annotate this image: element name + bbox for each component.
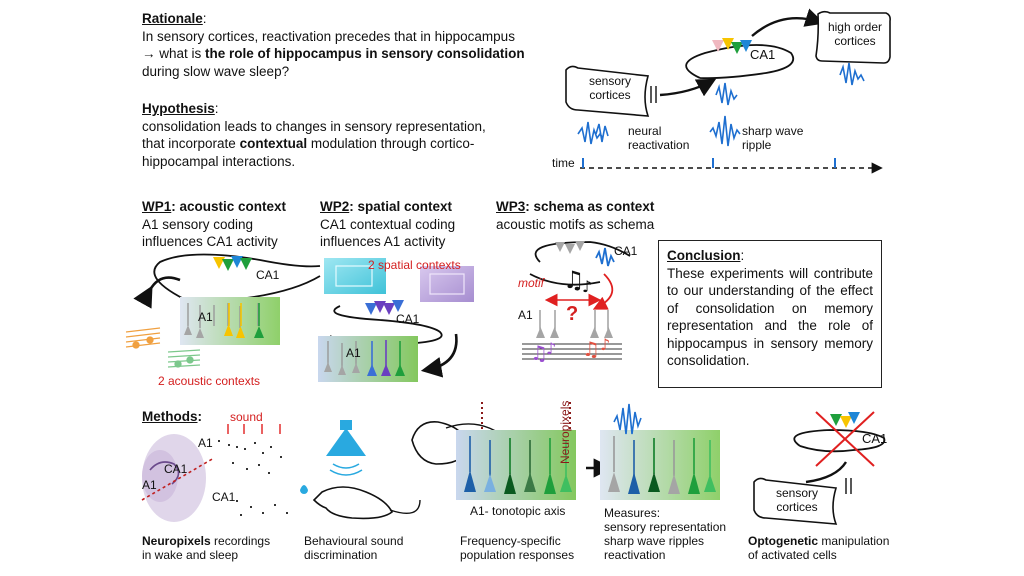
rationale-line3: during slow wave sleep?: [142, 63, 290, 79]
hypothesis-heading: Hypothesis: [142, 101, 215, 116]
method-1: Neuropixels recordings in wake and sleep: [142, 534, 270, 562]
wp3-a1-label: A1: [518, 308, 533, 322]
methods-heading-wrap: Methods:: [142, 408, 202, 426]
wp3-ca1-label: CA1: [614, 244, 638, 258]
wp2-a1-label: A1: [346, 346, 361, 360]
slice-a1-label: A1: [142, 478, 157, 492]
conclusion-box: Conclusion: These experiments will contr…: [658, 240, 882, 388]
high-order-label: high order cortices: [827, 20, 883, 48]
method-2: Behavioural sound discrimination: [304, 534, 403, 562]
method-2-line1: Behavioural sound: [304, 534, 404, 548]
wp3-title: : schema as context: [525, 199, 655, 214]
conclusion-colon: :: [740, 248, 745, 263]
svg-text:♪: ♪: [582, 277, 592, 296]
wp3-label: WP3: [496, 199, 526, 214]
neural-reactivation-label: neural reactivation: [628, 124, 690, 152]
method-3-line1: Frequency-specific: [460, 534, 561, 548]
methods-colon: :: [197, 409, 203, 424]
wp1-title: : acoustic context: [171, 199, 287, 214]
wp1-line1: A1 sensory coding: [142, 216, 254, 232]
method-1-rest: recordings: [210, 534, 271, 548]
slice-ca1-label: CA1: [164, 462, 188, 476]
sensory-cortices-shape: [565, 65, 650, 117]
conclusion-body: These experiments will contribute to our…: [667, 265, 873, 369]
wp1-ca1-label: CA1: [256, 268, 280, 282]
method-5: Optogenetic manipulation of activated ce…: [748, 534, 889, 562]
raster-a1-label: A1: [198, 436, 213, 450]
wp2-diagram: [318, 258, 474, 382]
hypothesis-line2-pre: that incorporate: [142, 136, 240, 151]
neuropixels-probe-label: Neuropixels: [558, 400, 572, 464]
sensory-cortices-label: sensory cortices: [588, 74, 632, 102]
ca1-label: CA1: [750, 47, 776, 62]
wp3-question-mark: ?: [566, 303, 579, 325]
conclusion-text: Conclusion: These experiments will contr…: [667, 247, 873, 370]
wp2-block: WP2: spatial context CA1 contextual codi…: [320, 198, 490, 251]
opto-sensory-shape: [753, 477, 838, 525]
opto-ca1-label: CA1: [862, 431, 888, 446]
hypothesis-block: Hypothesis: consolidation leads to chang…: [142, 100, 542, 170]
wp3-line1: acoustic motifs as schema: [496, 216, 655, 232]
measures-1: sensory representation: [604, 520, 727, 534]
wp3-diagram: ♫ ♪ ♫ ♪ ♫ ♪: [522, 241, 631, 365]
methods-heading: Methods: [142, 409, 198, 424]
measures-2: sharp wave ripples: [604, 534, 705, 548]
wp1-block: WP1: acoustic context A1 sensory coding …: [142, 198, 312, 251]
wp2-label: WP2: [320, 199, 350, 214]
tonotopic-label: A1- tonotopic axis: [470, 504, 566, 518]
sharp-wave-ripple-label: sharp wave ripple: [742, 124, 804, 152]
wp2-contexts-label: 2 spatial contexts: [368, 258, 461, 272]
hypothesis-line2-post: modulation through cortico-: [307, 136, 475, 151]
top-diagram: [565, 8, 891, 174]
method-5-line2: of activated cells: [748, 548, 837, 562]
rationale-block: Rationale: In sensory cortices, reactiva…: [142, 10, 562, 80]
rationale-line1: In sensory cortices, reactivation preced…: [142, 28, 515, 44]
wp2-ca1-label: CA1: [396, 312, 420, 326]
svg-text:♪: ♪: [600, 335, 610, 354]
measures-3: reactivation: [604, 548, 666, 562]
wp2-line2: influences A1 activity: [320, 234, 446, 249]
wp3-motif-label: motif: [518, 276, 545, 290]
hypothesis-line2-bold: contextual: [239, 136, 308, 151]
measures-block: Measures: sensory representation sharp w…: [604, 506, 726, 562]
method-1-bold: Neuropixels: [142, 534, 211, 548]
wp2-title: : spatial context: [349, 199, 453, 214]
wp2-line1: CA1 contextual coding: [320, 216, 456, 232]
high-order-shape: [815, 10, 891, 64]
measures-title: Measures:: [604, 506, 661, 520]
method-3-line2: population responses: [460, 548, 575, 562]
hypothesis-line1: consolidation leads to changes in sensor…: [142, 118, 486, 134]
svg-text:♫: ♫: [582, 337, 600, 361]
rationale-line2-pre: → what is: [142, 46, 206, 61]
raster-ca1-label: CA1: [212, 490, 236, 504]
method-1-line2: in wake and sleep: [142, 548, 239, 562]
wp1-a1-label: A1: [198, 310, 213, 324]
hypothesis-line3: hippocampal interactions.: [142, 153, 296, 169]
method-5-rest: manipulation: [818, 534, 890, 548]
svg-text:♫: ♫: [530, 341, 548, 365]
rationale-line2-bold: the role of hippocampus in sensory conso…: [205, 46, 525, 61]
wp1-contexts-label: 2 acoustic contexts: [158, 374, 261, 388]
method-5-bold: Optogenetic: [748, 534, 819, 548]
conclusion-heading: Conclusion: [667, 248, 741, 263]
svg-text:♫: ♫: [563, 266, 585, 294]
wp1-line2: influences CA1 activity: [142, 234, 278, 249]
wp1-diagram: [125, 253, 321, 368]
wp1-label: WP1: [142, 199, 172, 214]
method-2-line2: discrimination: [304, 548, 378, 562]
method-3: Frequency-specific population responses: [460, 534, 574, 562]
methods-diagram: [141, 402, 886, 525]
opto-sensory-label: sensory cortices: [775, 486, 819, 514]
time-label: time: [552, 156, 575, 170]
svg-text:♪: ♪: [546, 339, 556, 358]
rationale-heading: Rationale: [142, 11, 203, 26]
sound-label: sound: [230, 410, 263, 424]
wp3-block: WP3: schema as context acoustic motifs a…: [496, 198, 666, 233]
